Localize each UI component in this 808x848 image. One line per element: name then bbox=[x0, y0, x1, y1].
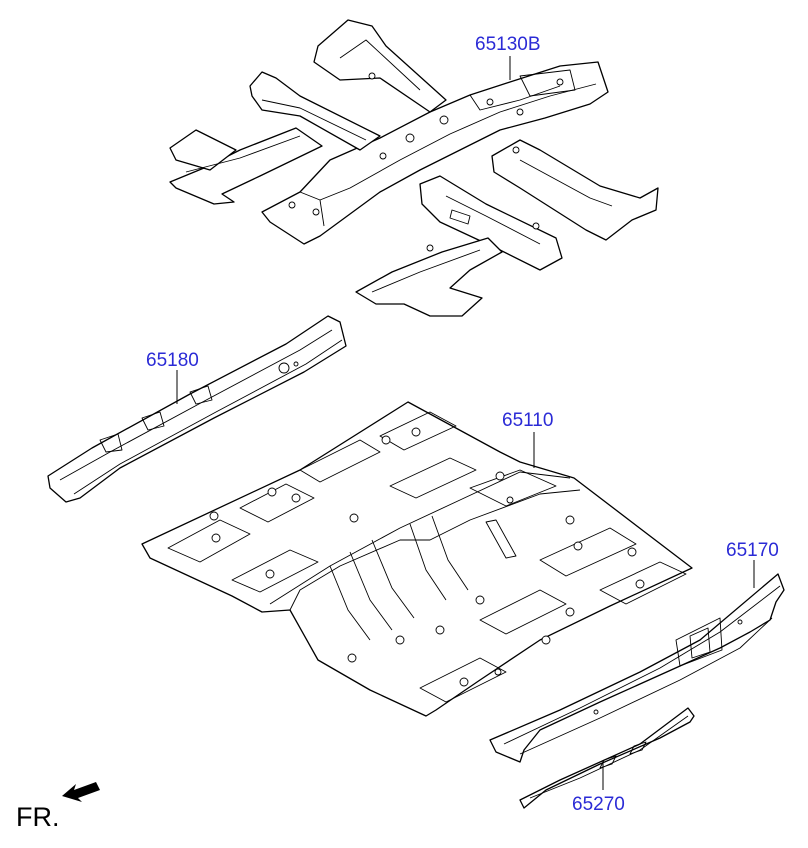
fr-label: FR. bbox=[16, 802, 60, 832]
leader-lines bbox=[176, 56, 755, 790]
part-65130b-crossmember-assembly[interactable] bbox=[169, 19, 659, 317]
part-65170-right-side-member[interactable] bbox=[489, 573, 785, 763]
callout-65170[interactable]: 65170 bbox=[726, 540, 779, 561]
part-65110-center-floor-panel[interactable] bbox=[141, 401, 693, 717]
front-direction-indicator: FR. bbox=[16, 782, 100, 832]
callout-65130b[interactable]: 65130B bbox=[475, 34, 541, 55]
callout-65180[interactable]: 65180 bbox=[146, 350, 199, 371]
callout-65270[interactable]: 65270 bbox=[572, 794, 625, 815]
part-65180-left-side-member[interactable] bbox=[47, 315, 347, 503]
callout-65110[interactable]: 65110 bbox=[502, 410, 553, 431]
front-arrow-icon bbox=[62, 782, 100, 802]
